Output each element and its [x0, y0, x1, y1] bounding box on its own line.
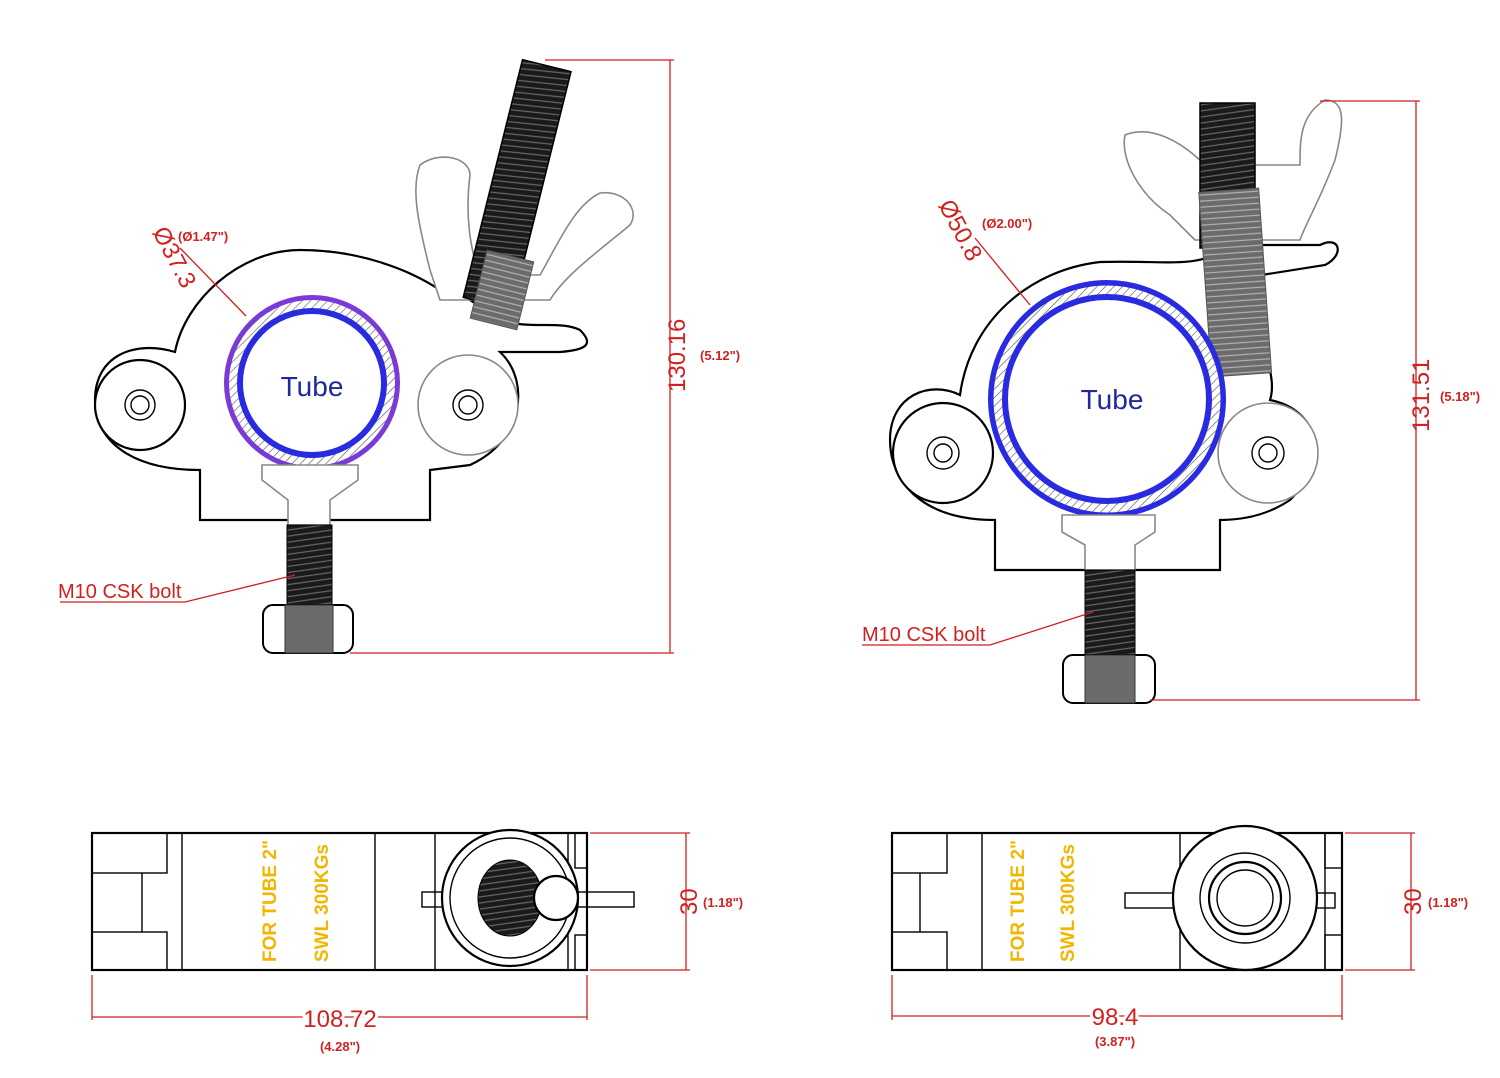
- right-ear-left: [891, 401, 995, 505]
- left-top-bolt-head: [532, 874, 580, 922]
- right-thickness-in: (1.18"): [1428, 895, 1468, 910]
- right-clamp-side-view: Tube: [862, 99, 1420, 704]
- left-ear-left: [93, 358, 187, 452]
- left-tube-hatch: [229, 300, 395, 466]
- left-bolt-label: M10 CSK bolt: [58, 581, 182, 603]
- right-ear-left-hole: [926, 436, 960, 470]
- right-rod-in-nut: [1198, 187, 1273, 378]
- left-tube-inner-ring: [237, 308, 387, 458]
- left-ear-right-pin: [458, 395, 478, 415]
- right-width-mm: 98.4: [1092, 1004, 1139, 1031]
- right-tube-inner-ring: [1002, 294, 1212, 504]
- left-csk-bolt: [286, 524, 333, 616]
- right-diameter-mm: Ø50.8: [933, 195, 988, 265]
- left-ear-right-hole: [452, 389, 484, 421]
- left-height-mm: 130.16: [664, 319, 691, 392]
- right-tube-hatch: [993, 285, 1221, 513]
- right-height-in: (5.18"): [1440, 389, 1480, 404]
- left-thickness-mm: 30: [676, 888, 703, 915]
- right-width-in: (3.87"): [1095, 1034, 1135, 1049]
- right-ear-right-pin: [1258, 443, 1278, 463]
- left-diameter-in: (Ø1.47"): [178, 229, 228, 244]
- left-diameter-leader: [179, 247, 247, 317]
- left-ear-right: [417, 354, 519, 456]
- right-height-mm: 131.51: [1408, 359, 1435, 432]
- left-tube-label: Tube: [281, 371, 344, 402]
- left-height-in: (5.12"): [700, 348, 740, 363]
- right-top-bolt-head: [1207, 860, 1283, 936]
- right-ear-right-hole: [1251, 436, 1285, 470]
- right-stamp-line1: FOR TUBE 2": [1008, 840, 1029, 962]
- right-ear-right: [1217, 402, 1319, 504]
- right-diameter-leader: [974, 237, 1031, 306]
- left-ear-left-hole: [124, 389, 156, 421]
- left-stamp-line2: SWL 300KGs: [312, 844, 333, 962]
- left-thickness-in: (1.18"): [703, 895, 743, 910]
- left-ear-left-pin: [130, 395, 150, 415]
- left-width-mm: 108.72: [303, 1006, 376, 1033]
- left-top-jaw-lower: [91, 931, 168, 971]
- left-rod-in-nut: [469, 249, 535, 331]
- right-csk-bolt: [1084, 569, 1136, 661]
- right-diameter-in: (Ø2.00"): [982, 216, 1032, 231]
- left-stamp-line1: FOR TUBE 2": [260, 840, 281, 962]
- left-bolt-leader: [184, 574, 296, 603]
- right-thickness-mm: 30: [1400, 888, 1427, 915]
- right-nut-center: [1084, 654, 1136, 704]
- right-top-view: FOR TUBE 2" SWL 300KGs: [890, 824, 1415, 1020]
- right-stamp-line2: SWL 300KGs: [1058, 844, 1079, 962]
- left-top-view: FOR TUBE 2" SWL 300KGs: [90, 828, 690, 1020]
- left-clamp-side-view: Tube: [60, 58, 674, 654]
- right-bolt-leader: [989, 611, 1094, 646]
- right-ear-left-pin: [933, 443, 953, 463]
- left-width-in: (4.28"): [320, 1039, 360, 1054]
- left-nut-center: [284, 604, 334, 654]
- left-top-jaw-upper: [91, 832, 168, 874]
- left-top-thread-end: [477, 859, 543, 937]
- right-tube-label: Tube: [1081, 384, 1144, 415]
- right-bolt-label: M10 CSK bolt: [862, 624, 986, 646]
